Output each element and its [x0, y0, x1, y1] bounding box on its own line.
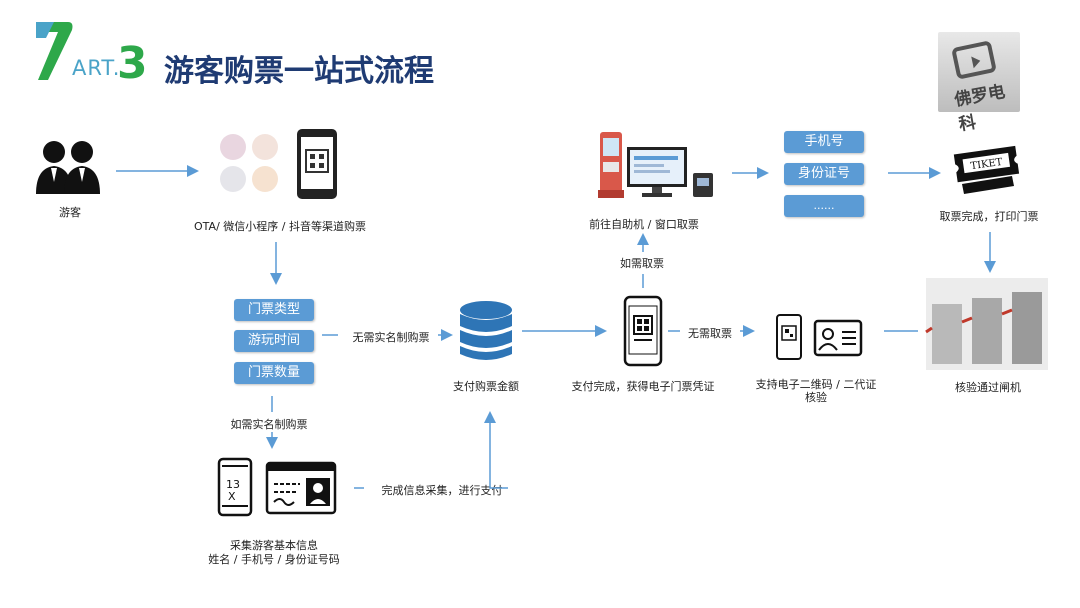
no-pickup-label: 无需取票 — [688, 327, 732, 340]
ticket-icon-text: TIKET — [970, 157, 1004, 172]
id-card-icon — [265, 461, 337, 515]
ota-channel-icons — [218, 130, 298, 200]
ticket-type-box: 门票类型 — [234, 299, 314, 321]
support-qr-label-line2: 核验 — [805, 391, 827, 404]
channel-thumb-4 — [252, 166, 278, 192]
turnstile-gate-icon — [925, 278, 1048, 370]
phone-qr-icon — [297, 129, 337, 199]
play-time-box: 游玩时间 — [234, 330, 314, 352]
svg-text:13: 13 — [226, 478, 240, 491]
qr-phone-small-icon — [776, 314, 802, 360]
arrow-collect-up — [484, 411, 508, 489]
more-options-box: ...... — [784, 195, 864, 217]
visitor-label: 游客 — [59, 206, 81, 219]
visitors-icon — [36, 141, 100, 194]
pay-amount-label: 支付购票金额 — [453, 380, 519, 393]
channel-thumb-3 — [220, 166, 246, 192]
channel-thumb-2 — [252, 134, 278, 160]
company-logo: 佛罗电科 — [938, 32, 1020, 135]
logo-mark-icon — [952, 41, 996, 79]
pay-done-label: 支付完成，获得电子门票凭证 — [571, 380, 715, 393]
id-number-box: 身份证号 — [784, 163, 864, 185]
ota-label: OTA/ 微信小程序 / 抖音等渠道购票 — [194, 220, 366, 233]
go-kiosk-label: 前往自助机 / 窗口取票 — [589, 218, 699, 231]
channel-thumb-1 — [220, 134, 246, 160]
ticket-qty-box: 门票数量 — [234, 362, 314, 384]
collect-info-detail: 姓名 / 手机号 / 身份证号码 — [208, 553, 340, 566]
e-ticket-phone-icon — [623, 295, 663, 367]
ticket-icon: TIKET — [953, 145, 1020, 194]
real-name-needed-label: 如需实名制购票 — [230, 418, 308, 431]
id-card-small-icon — [813, 319, 863, 357]
svg-text:X: X — [228, 490, 236, 503]
phone-number-box: 手机号 — [784, 131, 864, 153]
database-icon — [460, 301, 512, 360]
need-pickup-label: 如需取票 — [620, 257, 664, 270]
kiosk-icon — [598, 132, 624, 198]
part-number: 3 — [117, 38, 148, 89]
support-qr-label-line1: 支持电子二维码 / 二代证 — [755, 378, 877, 391]
page-title: 游客购票一站式流程 — [164, 54, 434, 89]
no-real-name-label: 无需实名制购票 — [352, 331, 430, 344]
pickup-done-label: 取票完成，打印门票 — [939, 210, 1039, 223]
gate-label: 核验通过闸机 — [955, 381, 1021, 394]
card-reader-icon — [693, 173, 713, 197]
collect-info-title: 采集游客基本信息 — [230, 539, 318, 552]
part-art-text: ART. — [72, 56, 121, 80]
complete-info-label: 完成信息采集，进行支付 — [381, 484, 503, 497]
part-p-logo — [36, 22, 73, 80]
computer-monitor-icon — [627, 147, 687, 197]
phone-number-icon: 13 X — [217, 457, 253, 517]
